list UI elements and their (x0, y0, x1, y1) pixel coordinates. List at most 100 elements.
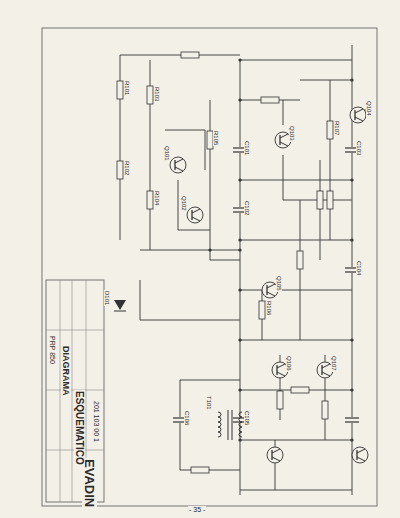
label-text: DIAGRAMA (61, 345, 71, 397)
label-text: Q106 (286, 355, 292, 372)
label-text: Q105 (276, 275, 282, 292)
wire (240, 290, 352, 291)
transformer-symbol (218, 410, 242, 440)
component-label: R107 (334, 120, 340, 136)
component-label: R104 (154, 190, 160, 206)
junction-dot (350, 238, 353, 241)
title-text: DIAGRAMA (61, 345, 70, 397)
capacitor-symbol (345, 417, 359, 423)
wire (180, 380, 240, 381)
wire (300, 80, 352, 81)
junction-dot (238, 288, 241, 291)
wire (240, 180, 352, 181)
wire (180, 380, 181, 470)
label-text: C106 (184, 410, 190, 426)
label-text: R101 (124, 80, 130, 96)
wire (210, 100, 211, 260)
component-label: Q107 (331, 355, 337, 372)
component-label: D101 (104, 290, 110, 306)
label-text: C102 (244, 200, 250, 216)
junction-dot (208, 248, 211, 251)
sheet-frame (42, 28, 377, 506)
label-text: - 35 - (188, 506, 206, 513)
label-text: R103 (154, 86, 160, 102)
component-label: R101 (124, 80, 130, 96)
junction-dot (350, 178, 353, 181)
title-text: PRP 850 (49, 335, 56, 365)
wire (240, 60, 352, 61)
wire (140, 280, 240, 320)
component-label: R103 (154, 86, 160, 102)
junction-dot (238, 388, 241, 391)
label-text: C105 (244, 410, 250, 426)
junction-dot (238, 178, 241, 181)
component-label: Q105 (276, 275, 282, 292)
wire (240, 440, 352, 441)
title-text: - 35 - (188, 506, 206, 513)
wire (178, 180, 210, 230)
label-text: R105 (213, 130, 219, 146)
component-label: Q103 (289, 125, 295, 142)
wire (120, 55, 240, 56)
component-label: C103 (356, 140, 362, 156)
wire (283, 100, 284, 125)
label-text: Q103 (289, 125, 295, 142)
junction-dot (238, 338, 241, 341)
label-text: T101 (206, 395, 212, 411)
component-label: T101 (206, 395, 212, 411)
label-text: ESQUEMATICO (74, 390, 85, 466)
label-text: R106 (266, 300, 272, 316)
component-label: Q101 (164, 145, 170, 162)
component-label: Q102 (181, 195, 187, 212)
wire (330, 80, 331, 240)
junction-dot (238, 238, 241, 241)
title-grid (72, 280, 73, 502)
label-text: Q104 (366, 100, 372, 117)
wire (240, 240, 352, 241)
component-label: R102 (124, 160, 130, 176)
resistor-symbol (117, 161, 123, 179)
wire (240, 340, 352, 341)
title-grid (46, 330, 104, 331)
resistor-symbol (259, 301, 265, 319)
resistor-symbol (191, 467, 209, 473)
component-label: R105 (213, 130, 219, 146)
label-text: Q107 (331, 355, 337, 372)
resistor-symbol (147, 86, 153, 104)
label-text: R104 (154, 190, 160, 206)
component-label: Q106 (286, 355, 292, 372)
resistor-symbol (277, 391, 283, 409)
wire (320, 160, 321, 260)
label-text: C101 (244, 140, 250, 156)
component-label: C104 (356, 260, 362, 276)
diode-symbol (114, 300, 126, 311)
junction-dot (350, 338, 353, 341)
wire (240, 60, 241, 495)
resistor-symbol (297, 251, 303, 269)
wire (140, 250, 240, 251)
transistor-symbol (267, 447, 283, 463)
label-text: C103 (356, 140, 362, 156)
transistor-symbol (352, 447, 368, 463)
wire (300, 200, 301, 340)
component-label: C105 (244, 410, 250, 426)
wire (210, 260, 240, 261)
wire (180, 470, 240, 471)
resistor-symbol (317, 191, 323, 209)
junction-dot (238, 248, 241, 251)
resistor-symbol (181, 52, 199, 58)
transistor-symbol (170, 157, 186, 173)
junction-dot (350, 438, 353, 441)
wire (240, 490, 352, 491)
resistor-symbol (327, 121, 333, 139)
label-text: R102 (124, 160, 130, 176)
label-text: Q102 (181, 195, 187, 212)
resistor-symbol (117, 81, 123, 99)
component-label: C106 (184, 410, 190, 426)
resistor-symbol (327, 191, 333, 209)
title-text: ESQUEMATICO (74, 390, 84, 466)
resistor-symbol (147, 191, 153, 209)
component-label: C102 (244, 200, 250, 216)
